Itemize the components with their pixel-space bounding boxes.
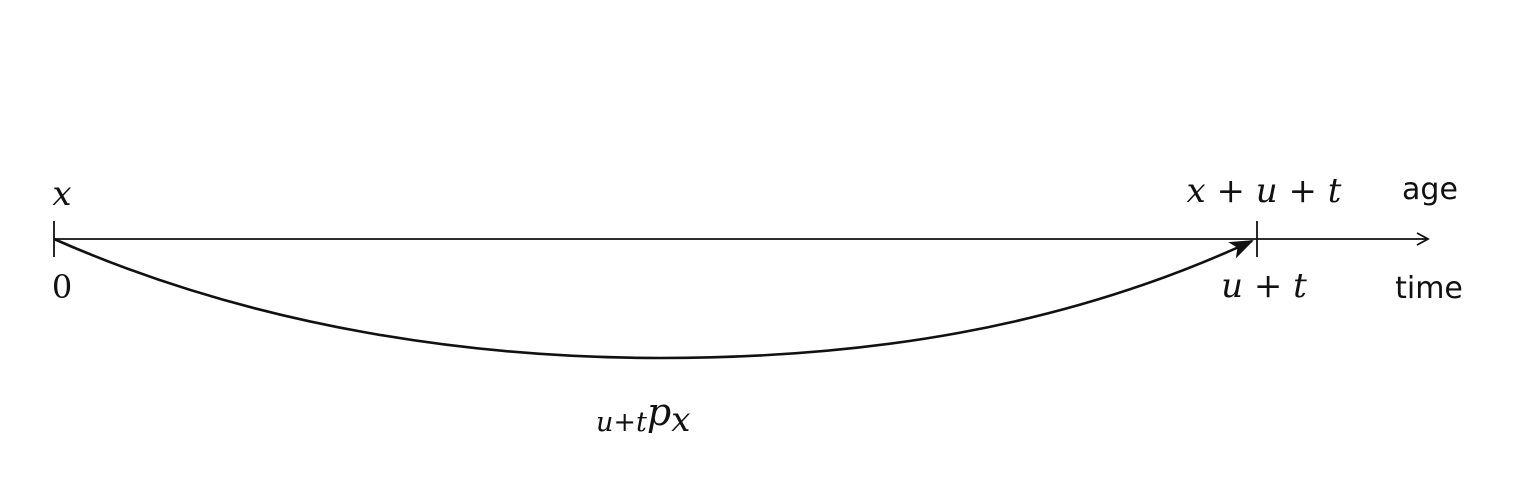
start-time-label: 0: [52, 268, 72, 306]
end-time-label: u + t: [1221, 266, 1307, 306]
survival-probability-label: u+tpx: [596, 390, 690, 440]
survival-arc: [53, 237, 1254, 360]
end-age-label: x + u + t: [1187, 171, 1342, 211]
time-axis-label: time: [1395, 271, 1463, 306]
age-axis-label: age: [1402, 172, 1458, 207]
start-age-label: x: [52, 174, 71, 214]
